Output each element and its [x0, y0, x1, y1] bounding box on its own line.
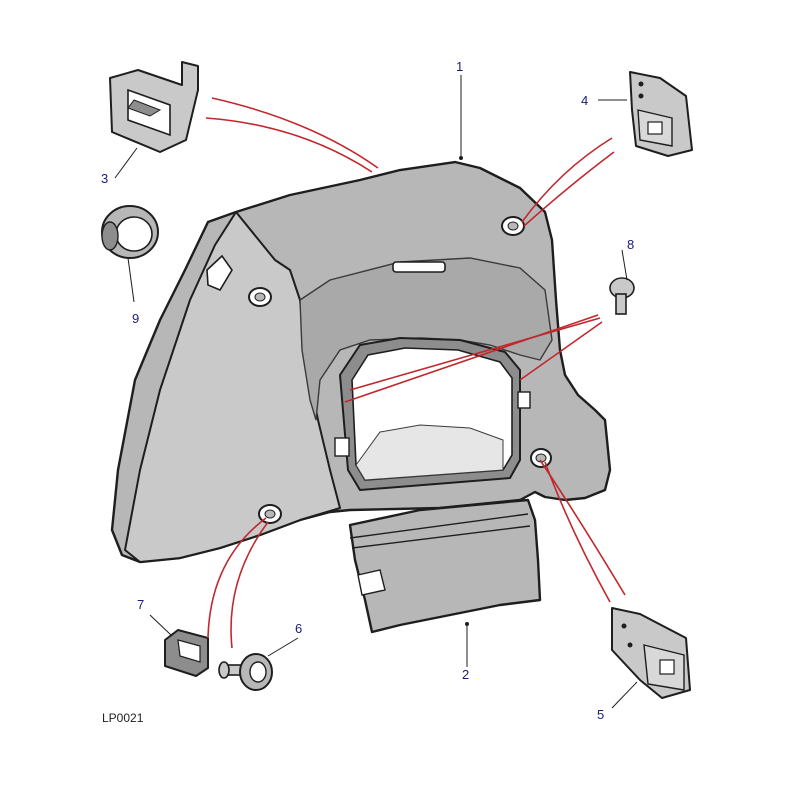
connector-lines: [205, 97, 626, 649]
cover-flap-part-2: [348, 498, 542, 634]
callout-2: 2: [462, 667, 470, 682]
push-pin-part-8: [609, 277, 635, 315]
bracket-part-3: [109, 61, 199, 153]
trim-panel-part-1: [110, 160, 612, 564]
callout-3: 3: [101, 171, 109, 186]
callout-8: 8: [627, 237, 635, 252]
callout-7: 7: [137, 597, 145, 612]
clip-part-7: [164, 629, 209, 677]
leader-lines: [114, 75, 638, 709]
callout-5: 5: [597, 707, 605, 722]
bracket-part-5: [611, 607, 691, 699]
callout-1: 1: [456, 59, 464, 74]
bracket-part-4: [629, 71, 693, 157]
callout-4: 4: [581, 93, 589, 108]
callout-9: 9: [132, 311, 140, 326]
grommet-part-9: [101, 205, 159, 259]
callout-6: 6: [295, 621, 303, 636]
fastener-part-6: [218, 653, 273, 691]
reference-code: LP0021: [102, 711, 144, 725]
